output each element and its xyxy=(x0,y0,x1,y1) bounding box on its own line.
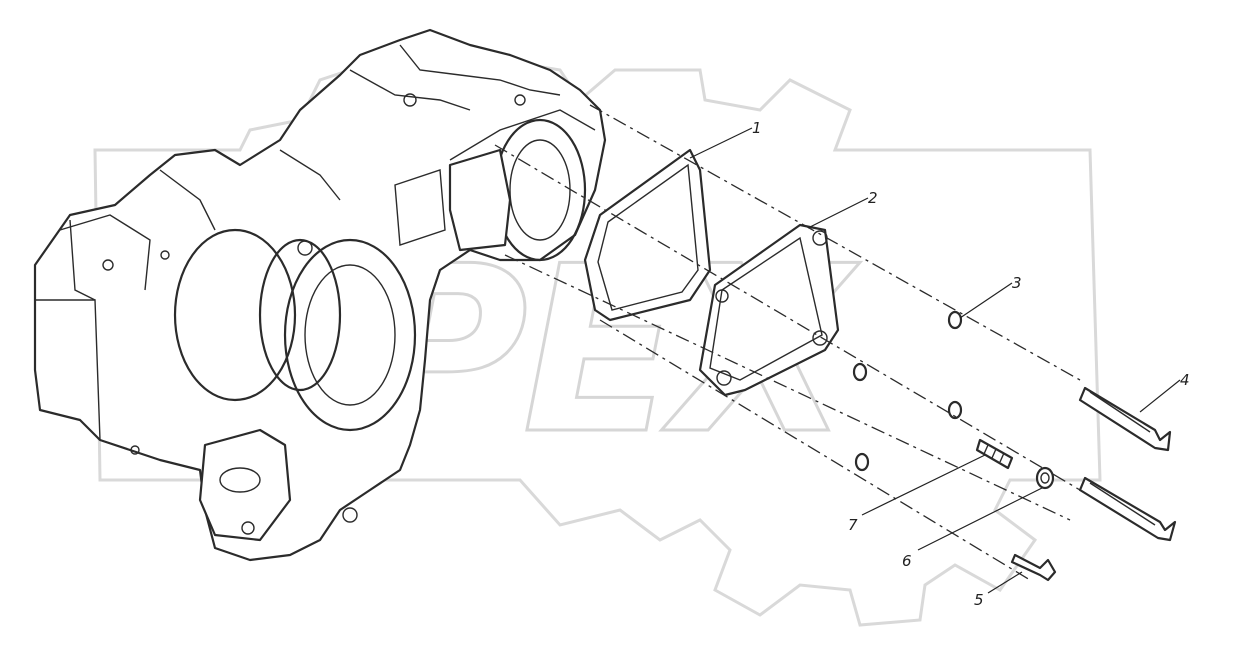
callout-6: 6 xyxy=(902,552,912,570)
gear-housing xyxy=(33,28,607,562)
callout-4: 4 xyxy=(1180,371,1190,389)
washers-part-3 xyxy=(852,310,963,472)
nut-part-6 xyxy=(1035,466,1055,490)
callout-3: 3 xyxy=(1012,274,1022,292)
long-bolts-part-4 xyxy=(1078,386,1177,542)
cover-plate-part-2 xyxy=(698,223,840,397)
gasket-part-1 xyxy=(583,148,712,322)
callout-5: 5 xyxy=(974,591,984,609)
short-bolt-part-5 xyxy=(1010,553,1057,582)
callout-1: 1 xyxy=(752,119,762,137)
callout-2: 2 xyxy=(868,189,878,207)
assembly-axes xyxy=(494,104,1081,581)
callout-7: 7 xyxy=(848,516,858,534)
callouts: 1 2 3 4 5 6 7 xyxy=(689,119,1190,609)
stud-part-7 xyxy=(975,438,1014,470)
